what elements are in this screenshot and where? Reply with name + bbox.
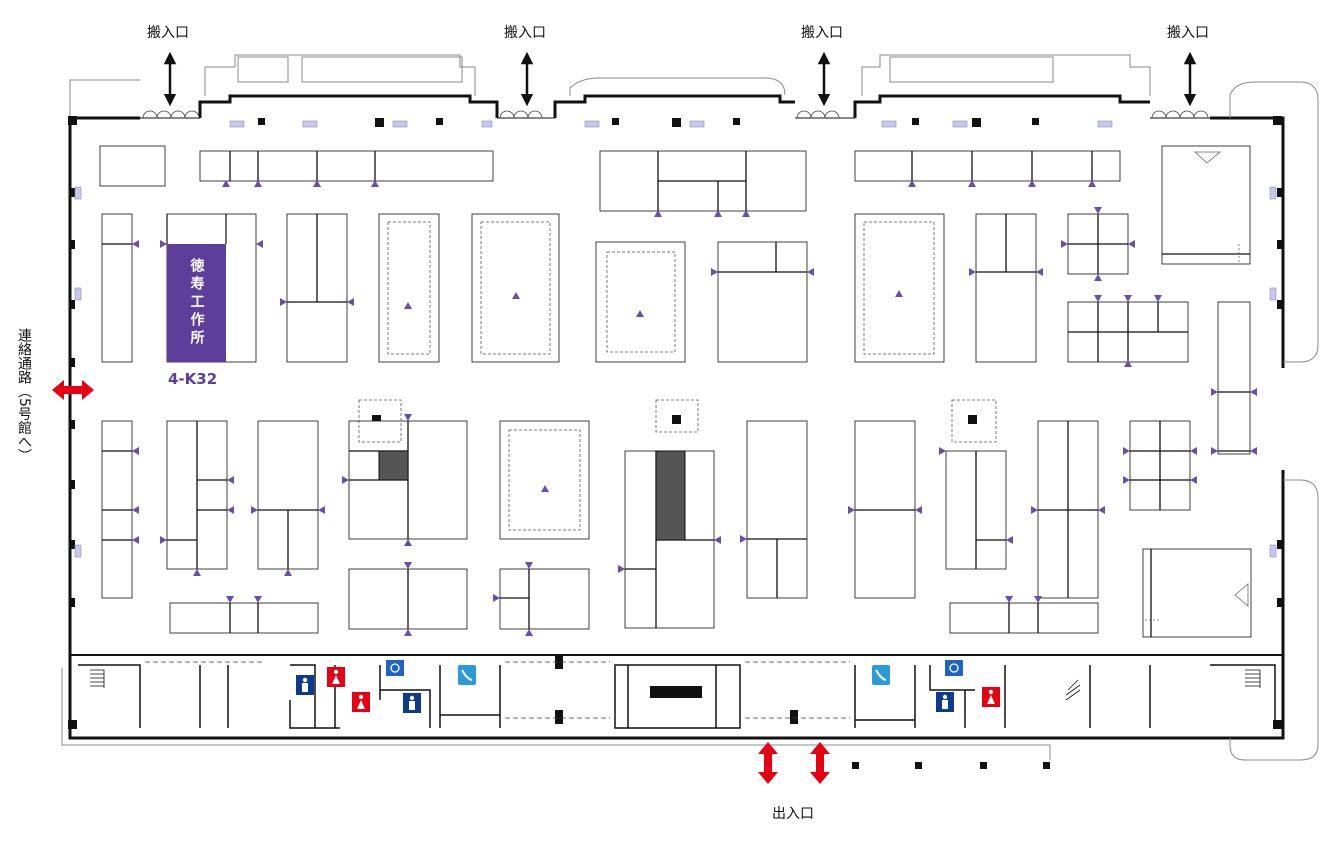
loading-entrance-label: 搬入口 [147, 25, 189, 41]
building-wall [68, 94, 1285, 740]
service-rooms [78, 664, 1276, 729]
loading-arrow-icon [163, 51, 1197, 107]
utility-rooms [1145, 151, 1249, 621]
loading-entrance-label: 搬入口 [1167, 25, 1209, 41]
door-arcs [142, 110, 1209, 719]
partitions [102, 151, 1250, 637]
men-restroom-icon [296, 675, 954, 713]
women-restroom-icon [327, 667, 1000, 712]
counter [650, 686, 702, 698]
vent-markers [74, 120, 1277, 558]
dark-booth [655, 450, 686, 541]
dark-booth [378, 450, 409, 481]
exhibitor-booth [167, 244, 226, 362]
accessible-restroom-icon [386, 660, 963, 676]
main-entrance-label: 出入口 [772, 806, 814, 822]
stairs [90, 669, 1261, 701]
entrance-arrow-icon [52, 380, 830, 784]
booth-number: 4-K32 [168, 370, 218, 388]
canopy-outline [61, 54, 1319, 761]
booth-markers [132, 180, 1257, 636]
phone-icon [458, 665, 890, 685]
exhibitor-booth-highlight: 徳寿工作所 [167, 244, 226, 362]
columns [68, 116, 1282, 769]
exhibitor-name: 徳寿工作所 [188, 258, 205, 348]
dashed-outlines [358, 221, 997, 531]
connection-passage-label: 連絡通路（5号館へ） [16, 328, 32, 463]
loading-entrance-label: 搬入口 [801, 25, 843, 41]
booth-islands [99, 145, 1252, 638]
loading-entrance-label: 搬入口 [504, 25, 546, 41]
